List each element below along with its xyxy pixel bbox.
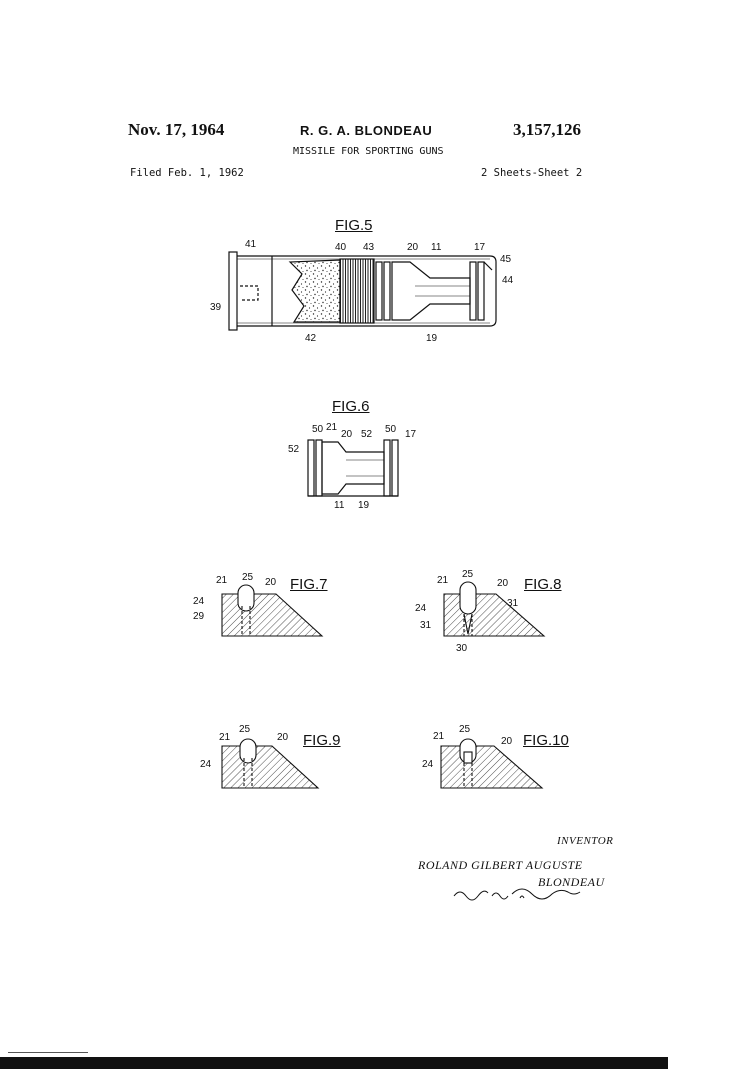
- svg-text:20: 20: [341, 429, 353, 440]
- svg-text:39: 39: [210, 302, 222, 313]
- svg-text:11: 11: [431, 242, 442, 253]
- svg-text:19: 19: [358, 500, 370, 511]
- handwritten-signature: [454, 889, 580, 900]
- svg-text:25: 25: [242, 572, 254, 583]
- svg-text:24: 24: [422, 759, 434, 770]
- svg-text:50: 50: [312, 424, 324, 435]
- fig9-drawing: [222, 739, 318, 788]
- svg-text:11: 11: [334, 500, 345, 511]
- svg-text:20: 20: [277, 732, 289, 743]
- svg-text:21: 21: [437, 575, 449, 586]
- svg-text:20: 20: [407, 242, 419, 253]
- svg-text:24: 24: [193, 596, 205, 607]
- svg-text:43: 43: [363, 242, 375, 253]
- svg-text:17: 17: [405, 429, 417, 440]
- scan-artifact-line: [8, 1052, 88, 1053]
- svg-text:50: 50: [385, 424, 397, 435]
- svg-text:42: 42: [305, 333, 317, 344]
- svg-text:31: 31: [507, 598, 519, 609]
- svg-text:52: 52: [288, 444, 300, 455]
- svg-text:17: 17: [474, 242, 486, 253]
- inventor-heading: INVENTOR: [557, 835, 613, 847]
- svg-text:30: 30: [456, 643, 468, 654]
- svg-text:24: 24: [200, 759, 212, 770]
- svg-text:45: 45: [500, 254, 512, 265]
- fig7-drawing: [222, 585, 322, 636]
- fig8-drawing: [444, 582, 544, 636]
- svg-text:21: 21: [326, 422, 338, 433]
- svg-text:25: 25: [239, 724, 251, 735]
- svg-text:44: 44: [502, 275, 514, 286]
- fig6-reference-numerals: 50 21 20 52 50 17 52 11 19: [288, 422, 417, 511]
- svg-text:21: 21: [219, 732, 231, 743]
- svg-text:24: 24: [415, 603, 427, 614]
- svg-text:25: 25: [459, 724, 471, 735]
- fig10-drawing: [441, 739, 542, 788]
- svg-text:40: 40: [335, 242, 347, 253]
- signature-name-line2: BLONDEAU: [538, 875, 605, 890]
- svg-text:52: 52: [361, 429, 373, 440]
- svg-text:20: 20: [265, 577, 277, 588]
- svg-text:21: 21: [433, 731, 445, 742]
- svg-text:25: 25: [462, 569, 474, 580]
- svg-text:21: 21: [216, 575, 228, 586]
- fig5-drawing: [229, 252, 496, 330]
- svg-text:20: 20: [497, 578, 509, 589]
- fig6-drawing: [308, 440, 398, 496]
- svg-text:31: 31: [420, 620, 432, 631]
- svg-text:29: 29: [193, 611, 205, 622]
- svg-text:19: 19: [426, 333, 438, 344]
- signature-name-line1: ROLAND GILBERT AUGUSTE: [418, 858, 583, 873]
- scan-bottom-border: [0, 1057, 668, 1069]
- svg-text:20: 20: [501, 736, 513, 747]
- svg-text:41: 41: [245, 239, 257, 250]
